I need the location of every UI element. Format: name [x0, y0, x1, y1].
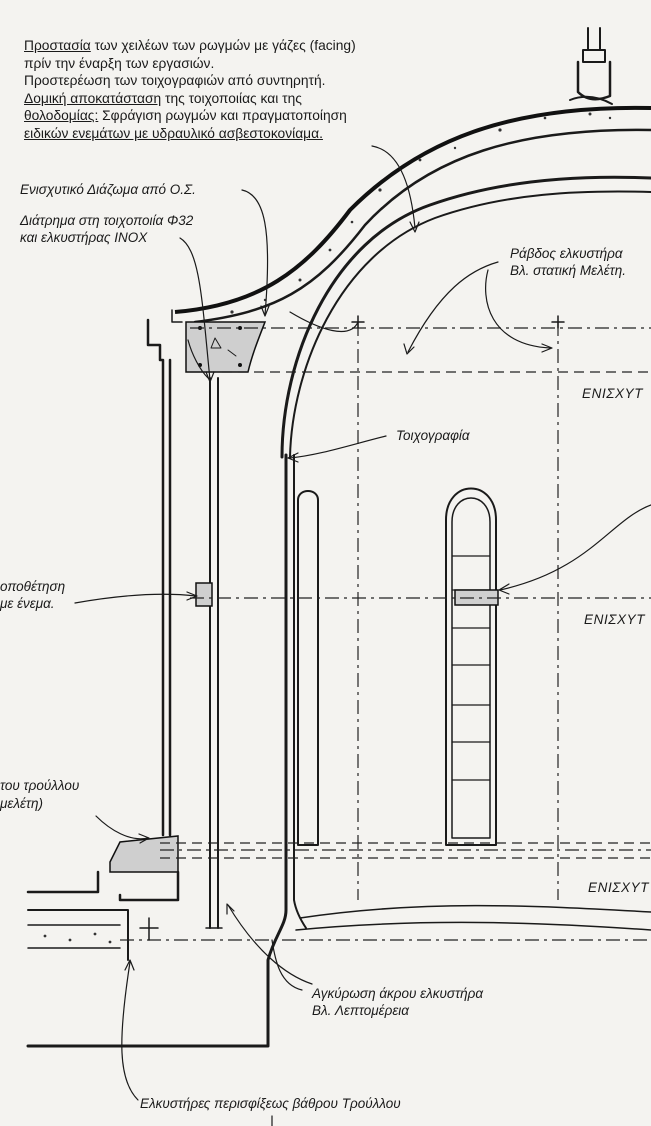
notes-line-5: θολοδομίας: Σφράγιση ρωγμών και πραγματο…	[24, 107, 444, 125]
window-right	[445, 487, 499, 846]
vertical-tie-rod	[195, 377, 223, 929]
notes-structural-term: Δομική αποκατάσταση	[24, 90, 162, 106]
notes-line-5-text: Σφράγιση ρωγμών και πραγματοποίηση	[98, 108, 347, 123]
notes-line-4: Δομική αποκατάσταση της τοιχοποιίας και …	[24, 90, 444, 108]
window-left	[297, 490, 319, 846]
label-tie-rod-2: Βλ. στατική Μελέτη.	[510, 263, 626, 278]
label-tie-rod-1: Ράβδος ελκυστήρα	[510, 246, 623, 261]
label-reinforced-belt: Ενισχυτικό Διάζωμα από Ο.Σ.	[20, 182, 196, 197]
notes-line-3: Προστερέωση των τοιχογραφιών από συντηρη…	[24, 73, 326, 88]
label-placement-2: με ένεμα.	[0, 596, 55, 611]
notes-line-6: ειδικών ενεμάτων με υδραυλικό ασβεστοκον…	[24, 125, 323, 141]
general-notes: Προστασία των χειλέων των ρωγμών με γάζε…	[24, 37, 444, 142]
label-anchorage-2: Βλ. Λεπτομέρεια	[312, 1003, 409, 1018]
notes-line-1-text: των χειλέων των ρωγμών με γάζες (facing)	[90, 38, 356, 53]
label-reinforcement-2: ΕΝΙΣΧΥΤ	[584, 612, 646, 627]
label-drilling-1: Διάτρημα στη τοιχοποιία Φ32	[20, 213, 194, 228]
label-placement-1: οποθέτηση	[0, 579, 66, 594]
label-perimeter-ties: Ελκυστήρες περισφίξεως βάθρου Τρούλλου	[140, 1096, 401, 1111]
label-reinforcement-3: ΕΝΙΣΧΥΤ	[588, 880, 650, 895]
intrados	[26, 175, 651, 1048]
notes-line-1: Προστασία των χειλέων των ρωγμών με γάζε…	[24, 37, 444, 55]
notes-line-2: πρίν την έναρξη των εργασιών.	[24, 55, 215, 71]
leader-arrows	[74, 145, 651, 1126]
reinforcement-lines	[120, 315, 651, 941]
label-dome-2: μελέτη)	[0, 796, 43, 811]
outer-wall	[26, 318, 180, 961]
shell-aggregate	[230, 112, 612, 314]
lantern	[569, 27, 613, 105]
label-dome-1: του τρούλλου	[0, 778, 80, 793]
notes-line-4-text: της τοιχοποιίας και της	[161, 90, 302, 106]
notes-vault-term: θολοδομίας:	[24, 108, 99, 123]
label-reinforcement-1: ΕΝΙΣΧΥΤ	[582, 386, 644, 401]
label-drilling-2: και ελκυστήρας INOX	[20, 230, 148, 245]
label-anchorage-1: Αγκύρωση άκρου ελκυστήρα	[312, 986, 484, 1001]
notes-protection-term: Προστασία	[24, 38, 91, 53]
label-fresco: Τοιχογραφία	[396, 428, 470, 443]
